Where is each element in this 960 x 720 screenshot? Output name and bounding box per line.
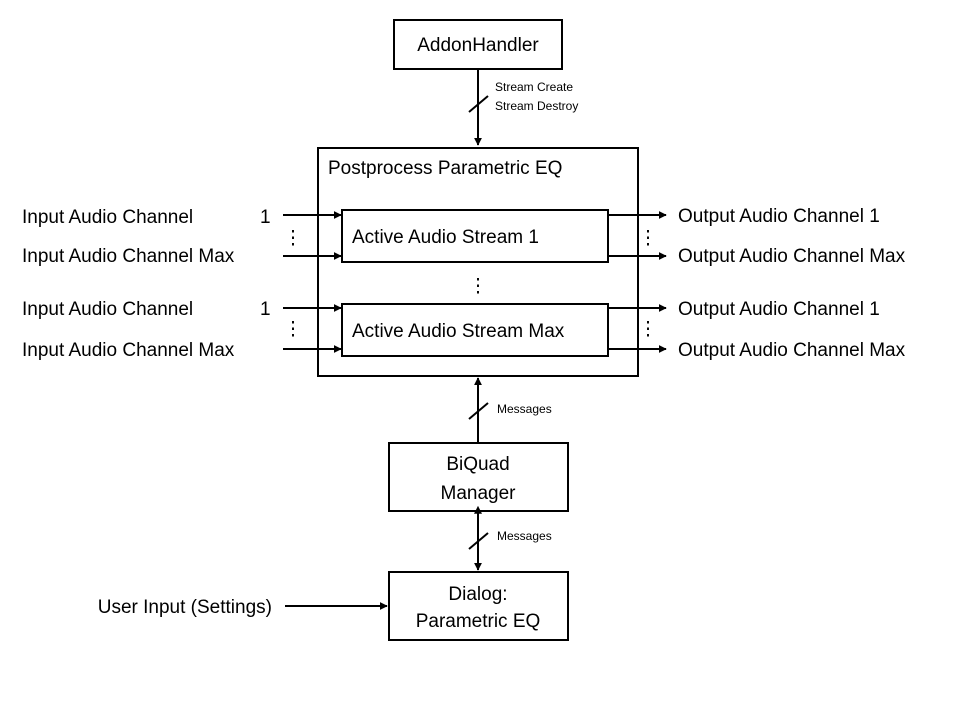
dialog-parametric-eq-block [388,571,569,641]
messages-upper-bus-slash [468,402,489,420]
stream-1-input-ellipsis: ⋮ [284,228,303,249]
stream-max-input-first-index: 1 [260,299,271,320]
stream-max-input-first-label: Input Audio Channel [22,299,193,320]
stream-max-output-ellipsis: ⋮ [639,319,658,340]
stream-1-output-max-label: Output Audio Channel Max [678,246,906,267]
dialog-label-line2: Parametric EQ [416,611,541,632]
biquad-manager-label-line2: Manager [441,483,517,504]
stream-1-input-first-index: 1 [260,207,271,228]
dialog-label-line1: Dialog: [448,584,507,605]
stream-max-output-max-label: Output Audio Channel Max [678,340,906,361]
messages-upper-label: Messages [497,402,552,416]
addon-handler-label: AddonHandler [417,35,539,56]
biquad-manager-label-line1: BiQuad [446,454,509,475]
addon-handler-block [393,19,563,70]
stream-max-output-first-label: Output Audio Channel 1 [678,299,880,320]
stream-1-output-first-label: Output Audio Channel 1 [678,206,880,227]
messages-lower-bus-slash [468,532,489,550]
stream-1-input-max-label: Input Audio Channel Max [22,246,235,267]
active-stream-max-block [341,303,609,357]
stream-max-input-ellipsis: ⋮ [284,319,303,340]
stream-control-bus-slash [468,95,489,113]
messages-lower-label: Messages [497,529,552,543]
stream-1-output-ellipsis: ⋮ [639,228,658,249]
streams-ellipsis: ⋮ [469,276,488,297]
user-input-label: User Input (Settings) [98,597,272,618]
active-stream-max-label: Active Audio Stream Max [352,321,565,342]
stream-1-input-first-label: Input Audio Channel [22,207,193,228]
stream-destroy-label: Stream Destroy [495,99,578,113]
active-stream-1-label: Active Audio Stream 1 [352,227,539,248]
stream-max-input-max-label: Input Audio Channel Max [22,340,235,361]
postprocess-eq-label: Postprocess Parametric EQ [328,158,562,179]
stream-create-label: Stream Create [495,80,573,94]
active-stream-1-block [341,209,609,263]
